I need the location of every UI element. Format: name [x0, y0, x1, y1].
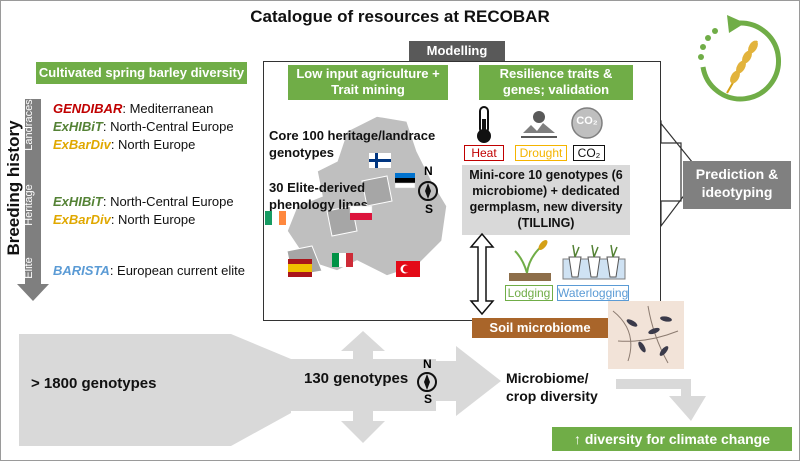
- landrace-line-1: GENDIBAR: Mediterranean: [53, 101, 214, 116]
- drought-label: Drought: [515, 145, 567, 161]
- genotypes-1800: > 1800 genotypes: [31, 375, 157, 392]
- arrow-to-microbiome: [436, 346, 501, 416]
- breeding-arrow: [17, 99, 49, 301]
- microbiome-image: [608, 301, 684, 369]
- low-input-box: Low input agriculture + Trait mining: [288, 65, 448, 100]
- co2-icon: [571, 107, 603, 139]
- waterlogging-label: Waterlogging: [557, 285, 629, 301]
- lodging-plant-icon: [509, 240, 551, 281]
- vertical-double-arrow-130: [341, 331, 385, 443]
- flag-finland: [369, 153, 391, 168]
- minicore-box: Mini-core 10 genotypes (6 microbiome) + …: [462, 165, 630, 235]
- co2-icon-label: CO₂: [576, 115, 598, 127]
- compass-icon-bottom: [417, 372, 437, 392]
- genotypes-130: 130 genotypes: [304, 370, 409, 387]
- compass-s: S: [425, 202, 434, 216]
- flag-spain: [288, 259, 312, 277]
- vertical-double-arrow: [469, 233, 495, 315]
- compass-icon: [418, 181, 438, 201]
- co2-label: CO₂: [573, 145, 605, 161]
- diversity-climate-box: ↑ diversity for climate change: [552, 427, 792, 451]
- elite-derived-text: 30 Elite-derived phenology lines: [269, 180, 368, 212]
- cultivated-diversity-box: Cultivated spring barley diversity: [36, 62, 247, 84]
- flag-italy: [332, 253, 353, 267]
- funnel-arrow-1800: [19, 334, 291, 446]
- modelling-label: Modelling: [409, 41, 505, 61]
- flag-ireland: [265, 211, 286, 225]
- waterlogging-icon: [562, 244, 626, 280]
- heat-label: Heat: [464, 145, 504, 161]
- microbiome-crop-label: Microbiome/ crop diversity: [506, 370, 598, 404]
- flag-turkey: [396, 261, 420, 277]
- core-text: Core 100 heritage/landrace genotypes: [269, 128, 436, 160]
- lodging-label: Lodging: [505, 285, 553, 301]
- soil-microbiome-label: Soil microbiome: [472, 318, 608, 338]
- compass2-s: S: [424, 392, 433, 406]
- thermometer-icon: [477, 106, 491, 143]
- flag-poland: [349, 205, 373, 220]
- arrow-bend-down: [616, 379, 706, 421]
- compass-n: N: [424, 164, 433, 178]
- landrace-line-3: ExBarDiv: North Europe: [53, 137, 196, 152]
- landrace-line-2: ExHIBiT: North-Central Europe: [53, 119, 234, 134]
- heritage-line-2: ExBarDiv: North Europe: [53, 212, 196, 227]
- elite-line: BARISTA: European current elite: [53, 263, 245, 278]
- drought-icon: [521, 111, 557, 138]
- resilience-box: Resilience traits & genes; validation: [479, 65, 633, 100]
- diagram-title: Catalogue of resources at RECOBAR: [250, 7, 550, 26]
- prediction-box: Prediction & ideotyping: [683, 161, 791, 209]
- recycle-barley-icon: [698, 15, 782, 102]
- compass2-n: N: [423, 357, 432, 371]
- flag-estonia: [394, 173, 416, 189]
- heritage-line-1: ExHIBiT: North-Central Europe: [53, 194, 234, 209]
